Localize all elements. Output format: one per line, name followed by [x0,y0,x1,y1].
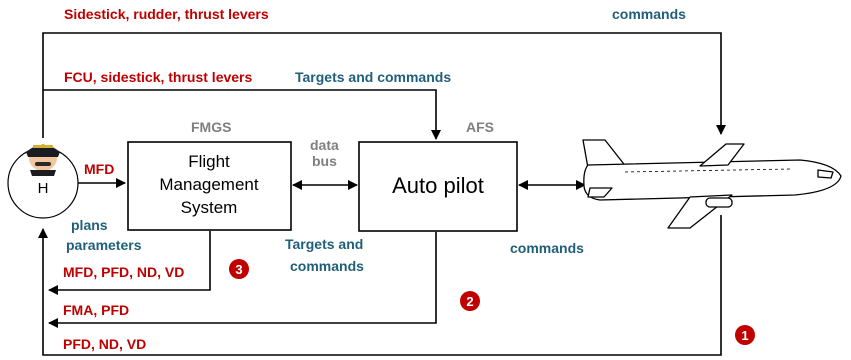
fms-line-2: Management [159,175,259,194]
badge-three: 3 [229,259,249,279]
fms-box [127,141,292,231]
sidestick-command-line [42,32,726,138]
autopilot-block: Auto pilot [358,141,518,232]
label-plans: plans [71,217,108,233]
label-pfd-nd-vd: PFD, ND, VD [63,336,146,352]
autopilot-label: Auto pilot [392,173,484,198]
label-afs: AFS [466,119,494,135]
badge-one-number: 1 [741,328,748,343]
label-fma-pfd: FMA, PFD [63,302,129,318]
pilot-icon [26,144,60,176]
label-fmgs: FMGS [191,119,231,135]
label-parameters: parameters [66,237,142,253]
badge-three-number: 3 [235,262,242,277]
badge-one: 1 [735,325,755,345]
label-targets-and: Targets and [285,236,363,252]
aircraft-icon [582,139,842,229]
fms-block: Flight Management System [127,141,292,231]
label-commands-right: commands [510,240,584,256]
fms-feedback-line [48,231,211,295]
label-fcu-sidestick: FCU, sidestick, thrust levers [64,69,253,85]
label-mfd: MFD [84,161,114,177]
badge-two: 2 [460,291,480,311]
label-commands-top: commands [612,6,686,22]
aircraft-feedback-line [38,215,722,356]
label-bus: bus [312,153,337,169]
label-commands-mid: commands [290,258,364,274]
label-mfd-pfd-nd-vd: MFD, PFD, ND, VD [63,264,184,280]
connector-lines [38,32,726,356]
autopilot-box [358,141,518,232]
label-data: data [310,137,339,153]
human-operator: H [7,144,79,219]
fms-line-3: System [181,198,238,217]
label-sidestick-rudder: Sidestick, rudder, thrust levers [64,6,269,22]
fms-line-1: Flight [188,152,230,171]
label-targets-commands-top: Targets and commands [295,69,451,85]
autopilot-feedback-line [48,232,437,328]
fcu-command-line [43,89,441,140]
human-label: H [38,180,49,197]
badge-two-number: 2 [466,294,473,309]
